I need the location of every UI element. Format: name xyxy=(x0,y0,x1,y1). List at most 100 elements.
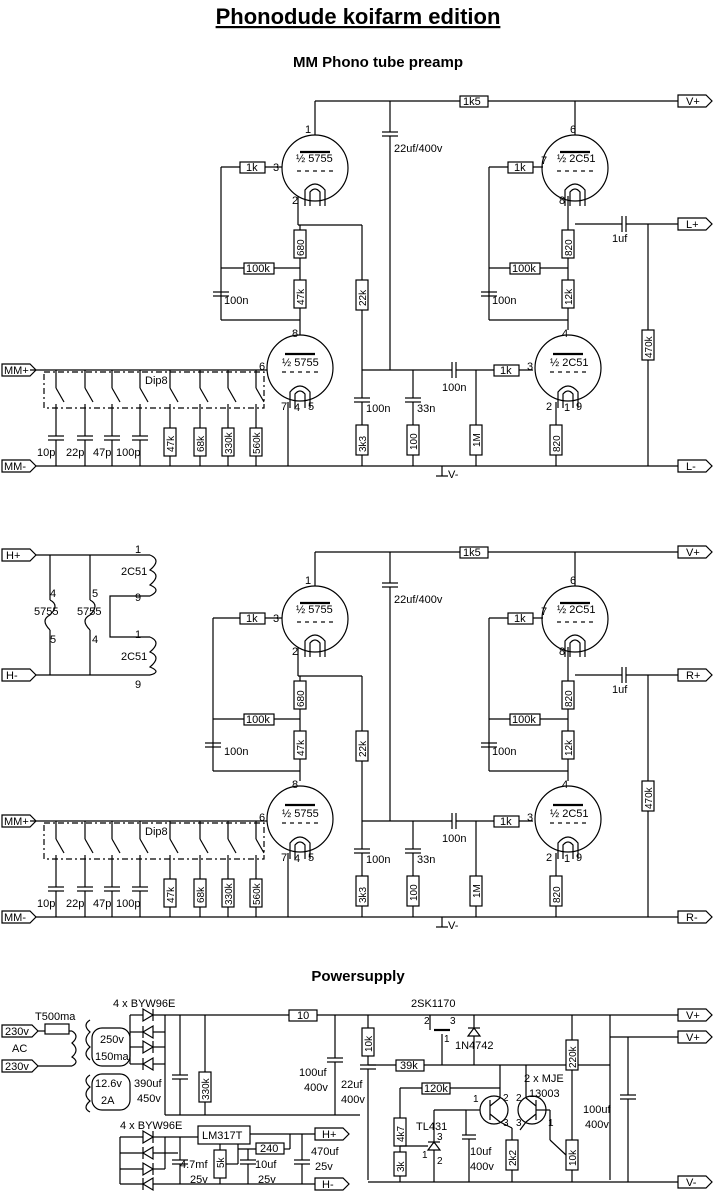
load-560k: 560k xyxy=(252,431,263,454)
tube-output-lower-label-r: ½ 2C51 xyxy=(550,808,589,820)
c-100uf-b: 100uf xyxy=(583,1104,611,1116)
r-1m-r: 1M xyxy=(472,884,483,898)
c-100uf-a: 100uf xyxy=(299,1067,327,1079)
powersupply-heading: Powersupply xyxy=(311,968,405,985)
load-330k-r: 330k xyxy=(224,882,235,905)
vplus-port-label-r: V+ xyxy=(686,547,700,559)
r-4k7: 4k7 xyxy=(396,1125,407,1142)
pin-6b: 6 xyxy=(570,124,576,136)
c-33n-r: 33n xyxy=(417,854,435,866)
pin-9b-r: 9 xyxy=(576,852,582,864)
r-12k: 12k xyxy=(564,288,575,305)
r-47k: 47k xyxy=(296,288,307,305)
c-100uf-a-volt: 400v xyxy=(304,1082,328,1094)
heater-pin-5a: 5 xyxy=(50,634,56,646)
psu-vplus-2-label: V+ xyxy=(686,1032,700,1044)
cap-22p: 22p xyxy=(66,447,84,459)
r-grid-1k-c-r: 1k xyxy=(514,613,526,625)
r-3k3-r: 3k3 xyxy=(358,886,369,903)
sec-lv-2-b: 2A xyxy=(101,1095,115,1107)
c-1uf: 1uf xyxy=(612,233,628,245)
channel-left: V- V+ L+ L- MM+ MM- 1k5 ½ 5755 1 3 2 1k xyxy=(1,94,713,481)
mmplus-port-label: MM+ xyxy=(4,365,29,377)
c-390-volt: 450v xyxy=(137,1093,161,1105)
heater-pin-4b: 4 xyxy=(92,634,98,646)
rminus-port-label: R- xyxy=(686,912,698,924)
c-22uf-volt: 400v xyxy=(341,1094,365,1106)
pin-1b-r: 1 xyxy=(564,853,570,865)
mosfet-pin-1: 1 xyxy=(444,1034,450,1045)
heater-pin-1b: 1 xyxy=(135,629,141,641)
psu-vminus xyxy=(677,1175,713,1189)
tube-output-upper-label: ½ 2C51 xyxy=(557,153,596,165)
transistor-label-2: 13003 xyxy=(529,1088,560,1100)
pin-7b: 7 xyxy=(541,155,547,167)
channel-right: V- V+ R+ R- MM+ MM- 1k5 ½ 5755 1 3 2 1k … xyxy=(1,545,713,932)
r-10: 10 xyxy=(297,1010,309,1022)
tube-output-lower-r xyxy=(534,785,602,853)
rplus-port-label: R+ xyxy=(686,670,700,682)
vplus-port-r xyxy=(677,545,713,559)
tube-input-upper-label-r: ½ 5755 xyxy=(296,604,333,616)
c-4700: 4.7mf xyxy=(180,1159,208,1171)
pin-8-r: 8 xyxy=(292,779,298,791)
c-100n-a-r: 100n xyxy=(224,746,248,758)
r-330k: 330k xyxy=(201,1077,212,1100)
heater-pin-1a: 1 xyxy=(135,544,141,556)
pin-8: 8 xyxy=(292,328,298,340)
tube-input-upper-label: ½ 5755 xyxy=(296,153,333,165)
pin-4b: 4 xyxy=(562,328,568,340)
pin-4b-r: 4 xyxy=(562,779,568,791)
tube-input-lower-label: ½ 5755 xyxy=(282,357,319,369)
pot-5k: 5k xyxy=(216,1156,227,1168)
c-100uf-b-volt: 400v xyxy=(585,1119,609,1131)
c-100n-a: 100n xyxy=(224,295,248,307)
c-22uf-bulk: 22uf/400v xyxy=(394,143,443,155)
power-supply: 230v 230v AC T500ma 250v 150ma 12.6v 2A … xyxy=(1,998,713,1192)
c-100n-b-r: 100n xyxy=(366,854,390,866)
r-2k2: 2k2 xyxy=(508,1149,519,1166)
ac-in-2 xyxy=(1,1059,39,1073)
pin-4: 4 xyxy=(294,402,300,414)
tube-input-lower-label-r: ½ 5755 xyxy=(282,808,319,820)
r-grid-1k-c: 1k xyxy=(514,162,526,174)
r-120k: 120k xyxy=(424,1083,448,1095)
r-820-a-r: 820 xyxy=(564,690,575,707)
q1-pin-2: 2 xyxy=(503,1093,509,1104)
r-470k: 470k xyxy=(644,335,655,358)
diodes-hv-label: 4 x BYW96E xyxy=(113,998,175,1010)
pin-5: 5 xyxy=(308,401,314,413)
tube-output-lower xyxy=(534,334,602,402)
r-100k-b-r: 100k xyxy=(512,714,536,726)
r-10k: 10k xyxy=(364,1035,375,1052)
heater-2c51-b: 2C51 xyxy=(121,651,147,663)
rplus-port xyxy=(677,668,713,682)
r-680: 680 xyxy=(296,239,307,256)
c-10uf-volt: 400v xyxy=(470,1161,494,1173)
pot-10k: 10k xyxy=(568,1149,579,1166)
c-10uf-lv: 10uf xyxy=(255,1159,277,1171)
pin-8b: 8 xyxy=(559,195,565,207)
c-33n: 33n xyxy=(417,403,435,415)
psu-hminus xyxy=(314,1177,350,1191)
pin-4-r: 4 xyxy=(294,853,300,865)
c-390-label: 390uf xyxy=(134,1078,162,1090)
lminus-port xyxy=(677,459,713,473)
r-820-a: 820 xyxy=(564,239,575,256)
tl431-pin-3: 3 xyxy=(437,1132,443,1143)
c-4700-volt: 25v xyxy=(190,1174,208,1186)
c-10uf-lv-volt: 25v xyxy=(258,1174,276,1186)
load-47k: 47k xyxy=(166,435,177,452)
pin-7-r: 7 xyxy=(281,852,287,864)
hminus-port-label: H- xyxy=(6,670,18,682)
r-3k3: 3k3 xyxy=(358,435,369,452)
mosfet-label: 2SK1170 xyxy=(411,998,455,1010)
vminus-label: V- xyxy=(448,469,459,481)
load-68k-r: 68k xyxy=(196,886,207,903)
ac-in-2-label: 230v xyxy=(5,1061,29,1073)
pin-3b: 3 xyxy=(527,361,533,373)
q2-pin-2: 2 xyxy=(516,1093,522,1104)
zener-label: 1N4742 xyxy=(455,1040,494,1052)
ac-in-1-label: 230v xyxy=(5,1026,29,1038)
